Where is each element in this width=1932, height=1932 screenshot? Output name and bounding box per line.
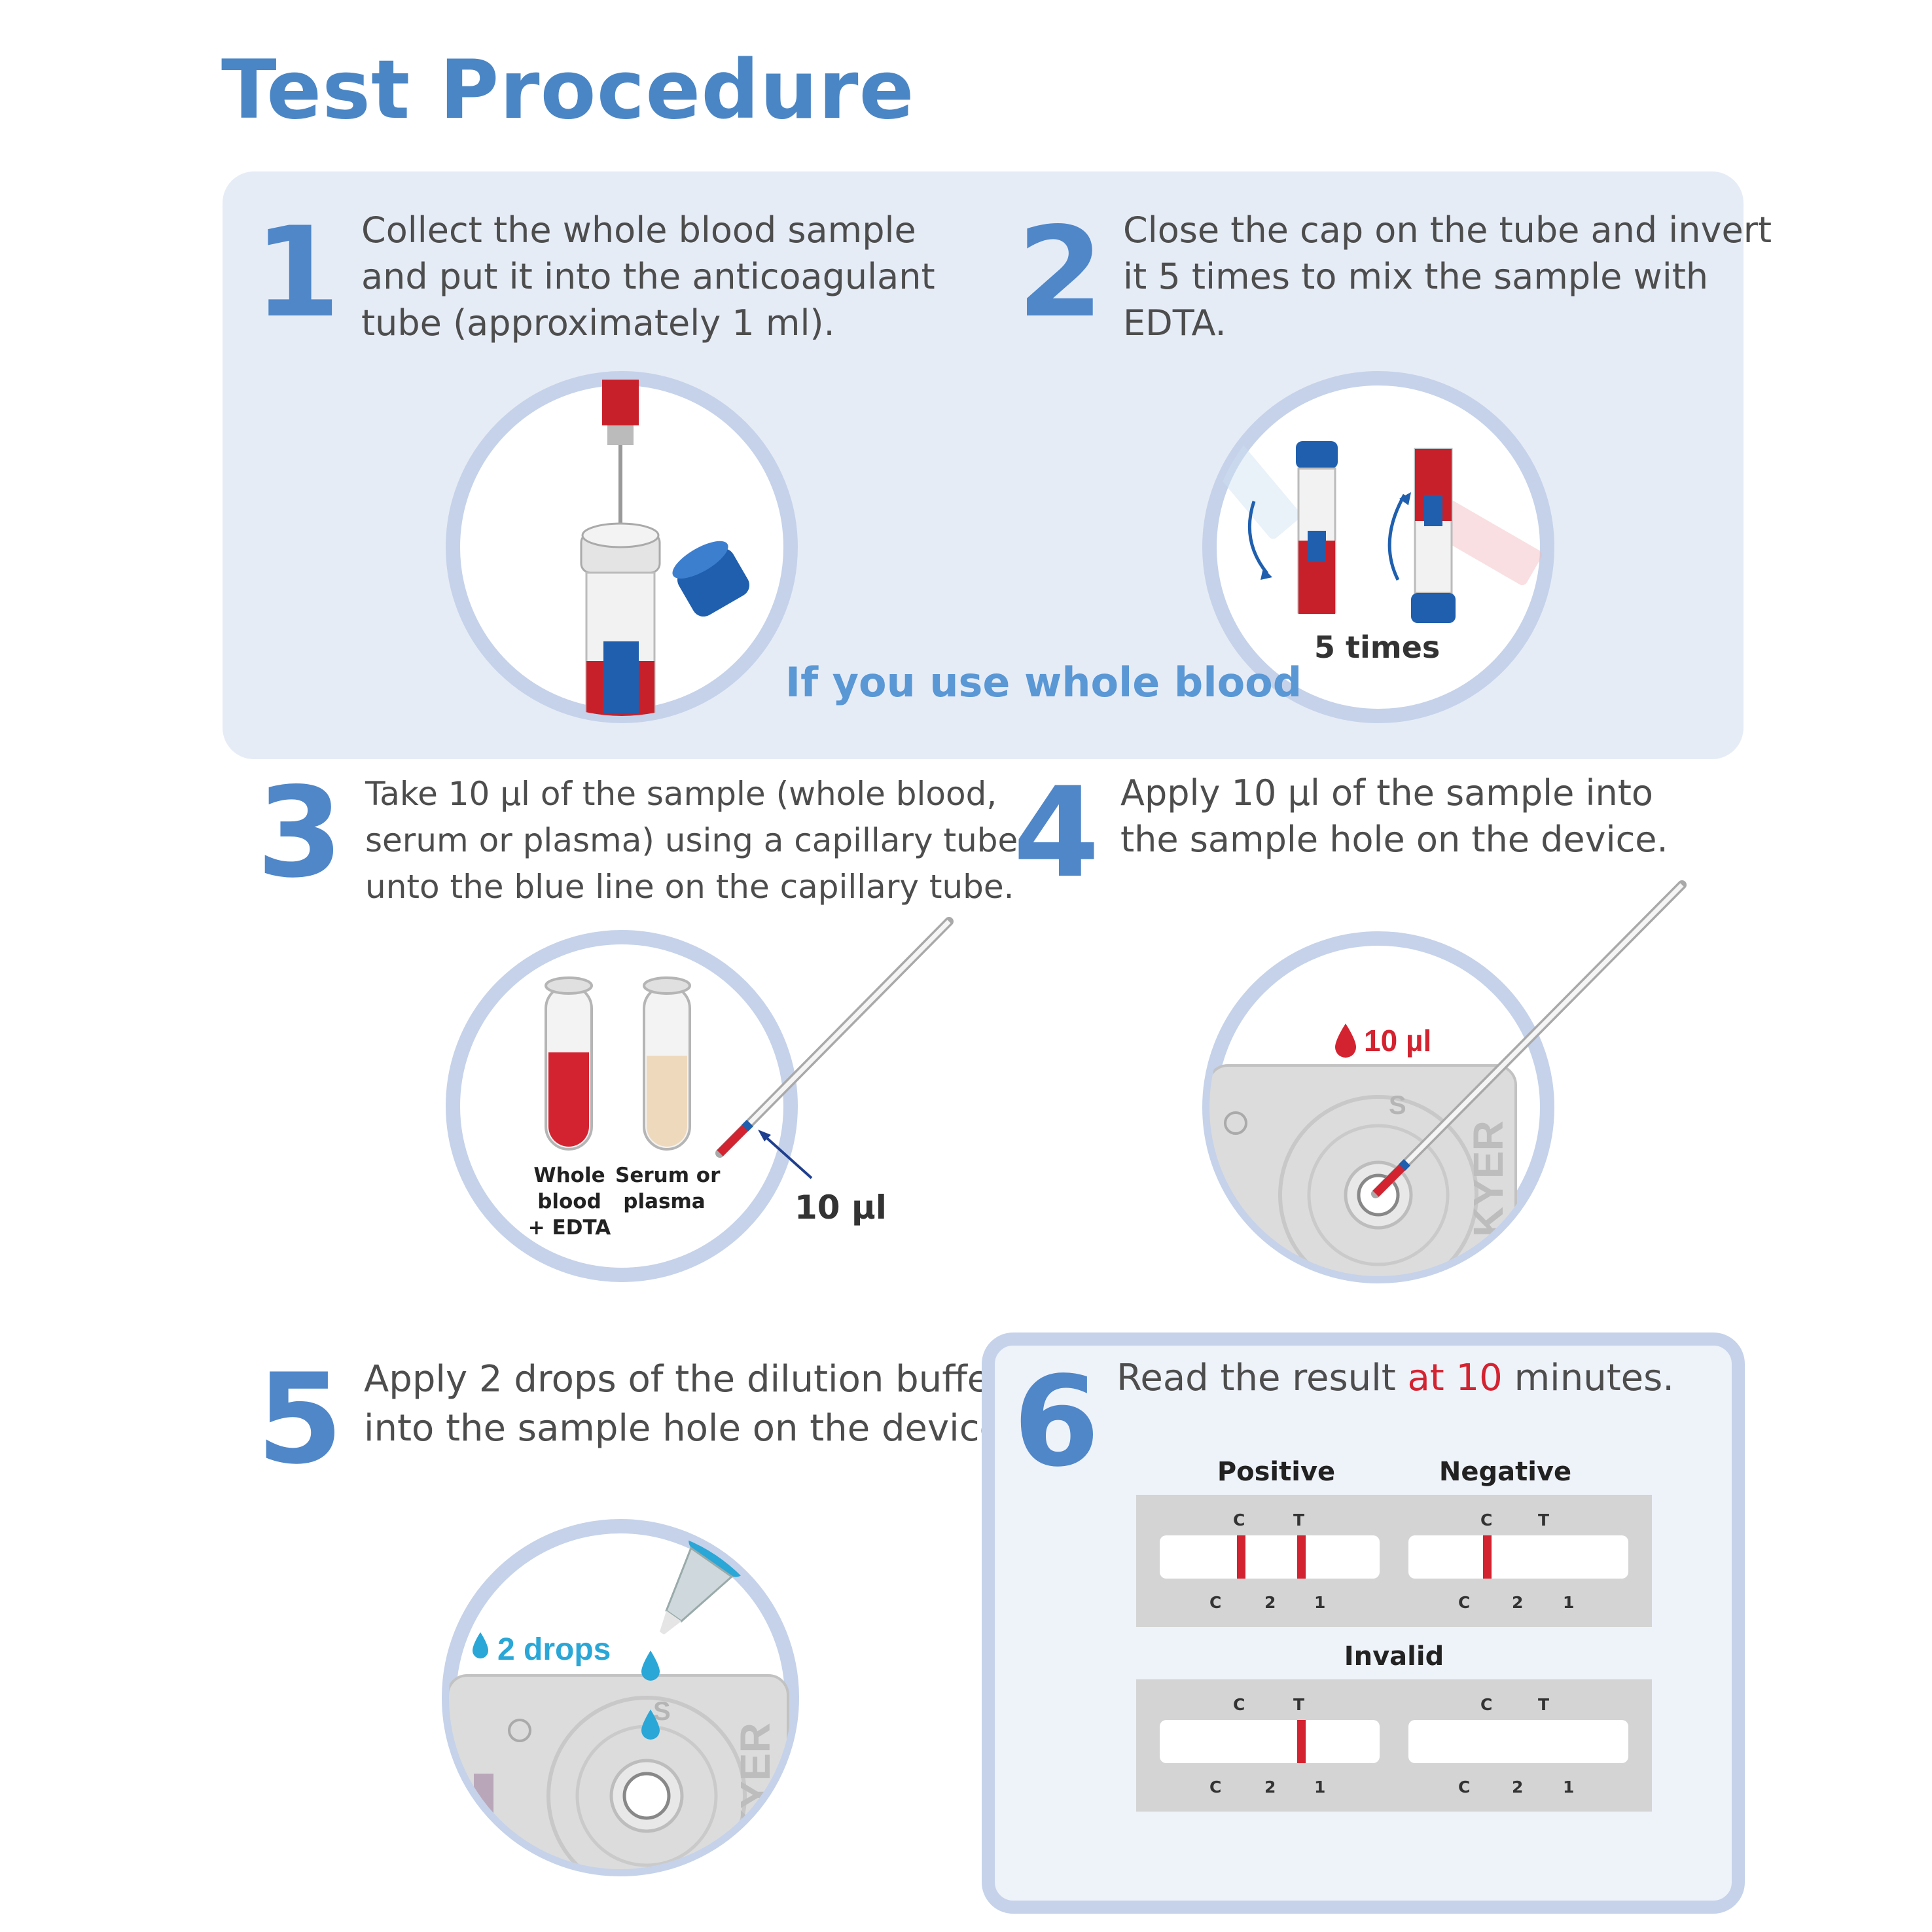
whole-blood-label: Whole blood + EDTA [524,1162,615,1241]
step-5-illustration: S KYER 2 drops [442,1519,799,1876]
positive-label: Positive [1217,1457,1336,1487]
positive-2-bottom: 2 [1264,1593,1276,1612]
step-1-line-3: tube (approximately 1 ml). [361,302,835,344]
serum-label-line-2: plasma [623,1190,706,1213]
rotate-arrow-icon [1247,501,1268,575]
step-3-illustration [446,930,798,1282]
rotate-arrow-icon-2 [1387,493,1406,581]
invalid2-c-bottom: C [1458,1778,1471,1797]
step-5-number: 5 [257,1347,344,1492]
blood-drop-icon-2 [1335,1024,1356,1058]
step-1-illustration [446,371,798,723]
positive-control-line [1237,1535,1245,1579]
step-5-line-2: into the sample hole on the device. [364,1407,1014,1450]
negative-2-bottom: 2 [1512,1593,1524,1612]
negative-control-line [1483,1535,1492,1579]
step-1-line-2: and put it into the anticoagulant [361,256,935,297]
invalid1-1-bottom: 1 [1314,1778,1326,1797]
invalid1-c-top: C [1233,1695,1245,1714]
positive-c-bottom: C [1209,1593,1222,1612]
step-3-number: 3 [257,760,344,905]
negative-c-bottom: C [1458,1593,1471,1612]
syringe-barrel [602,380,639,425]
step-2-line-2: it 5 times to mix the sample with [1123,256,1709,297]
negative-t-top: T [1538,1511,1550,1530]
step-4-line-2: the sample hole on the device. [1120,819,1668,860]
whole-blood-label-line-3: + EDTA [528,1216,611,1240]
negative-result-window [1408,1535,1628,1579]
invalid2-2-bottom: 2 [1512,1778,1524,1797]
positive-t-top: T [1293,1511,1305,1530]
five-times-label: 5 times [1314,630,1440,665]
tube-cap-inverted [1411,593,1456,623]
invalid-test-line [1297,1720,1306,1763]
step-1-number: 1 [254,200,341,345]
negative-1-bottom: 1 [1563,1593,1575,1612]
page-title: Test Procedure [221,43,915,137]
serum-plasma-label: Serum or plasma [615,1162,721,1215]
result-strip-row-1: C T C 2 1 C T C 2 1 [1136,1495,1652,1627]
device-port-label: S [1389,1091,1406,1120]
step-6-text-highlight: at 10 [1407,1357,1503,1399]
positive-result-window [1160,1535,1380,1579]
blue-cap [672,541,749,617]
capillary-tube-2 [1371,880,1687,1198]
step-5-line-1: Apply 2 drops of the dilution buffer [364,1358,1005,1401]
invalid-result-window-2 [1408,1720,1628,1763]
step-1-line-1: Collect the whole blood sample [361,209,916,251]
positive-1-bottom: 1 [1314,1593,1326,1612]
step-2-line-1: Close the cap on the tube and invert [1123,209,1772,251]
invalid-label: Invalid [1344,1641,1444,1672]
invalid-result-window-1 [1160,1720,1380,1763]
invalid1-t-top: T [1293,1695,1305,1714]
buffer-drop-icon-1 [641,1651,660,1681]
serum-label-line-1: Serum or [615,1164,721,1187]
step-6-text-before: Read the result [1117,1357,1408,1399]
step-2-illustration [1202,371,1554,723]
volume-arrow-icon [760,1132,813,1179]
step-3-volume-label: 10 µl [795,1189,887,1226]
step-5-text: Apply 2 drops of the dilution buffer int… [364,1355,1014,1453]
step-4-illustration: S KYER 10 µl [1202,931,1554,1283]
step-6-text-after: minutes. [1502,1357,1675,1399]
capillary-tube [715,917,954,1179]
step-6-text: Read the result at 10 minutes. [1117,1355,1706,1401]
negative-c-top: C [1480,1511,1493,1530]
drop-label-icon [473,1632,488,1658]
tube-label [603,641,639,713]
invalid1-c-bottom: C [1209,1778,1222,1797]
step-2-line-3: EDTA. [1123,302,1226,344]
step-4-drop-label: 10 µl [1364,1024,1431,1058]
tube-cap-upright [1296,441,1338,469]
device-brand: KYER [1465,1120,1512,1237]
step-4-number: 4 [1013,760,1100,905]
whole-blood-label-line-1: Whole [533,1164,605,1187]
invalid1-2-bottom: 2 [1264,1778,1276,1797]
whole-blood-label-line-2: blood [537,1190,601,1213]
sample-hole-2 [622,1772,671,1820]
step-4-line-1: Apply 10 µl of the sample into [1120,772,1653,814]
step-2-number: 2 [1017,200,1104,345]
step-1-text: Collect the whole blood sample and put i… [361,207,935,346]
buffer-drop-icon-2 [641,1709,660,1740]
step-3-line-2: serum or plasma) using a capillary tube [365,821,1018,859]
step-2-text: Close the cap on the tube and invert it … [1123,207,1772,346]
step-3-line-3: unto the blue line on the capillary tube… [365,868,1014,906]
step-3-line-1: Take 10 µl of the sample (whole blood, [365,775,997,813]
result-strip-row-2: C T C 2 1 C T C 2 1 [1136,1679,1652,1812]
step-5-drop-label: 2 drops [497,1632,611,1667]
positive-c-top: C [1233,1511,1245,1530]
invalid2-t-top: T [1538,1695,1550,1714]
step-6-number: 6 [1013,1350,1100,1494]
negative-label: Negative [1439,1457,1572,1487]
invalid2-c-top: C [1480,1695,1493,1714]
positive-test-line [1297,1535,1306,1579]
whole-blood-note: If you use whole blood [785,658,1302,706]
invalid2-1-bottom: 1 [1563,1778,1575,1797]
step-3-text: Take 10 µl of the sample (whole blood, s… [365,771,1018,910]
step-4-text: Apply 10 µl of the sample into the sampl… [1120,770,1668,863]
